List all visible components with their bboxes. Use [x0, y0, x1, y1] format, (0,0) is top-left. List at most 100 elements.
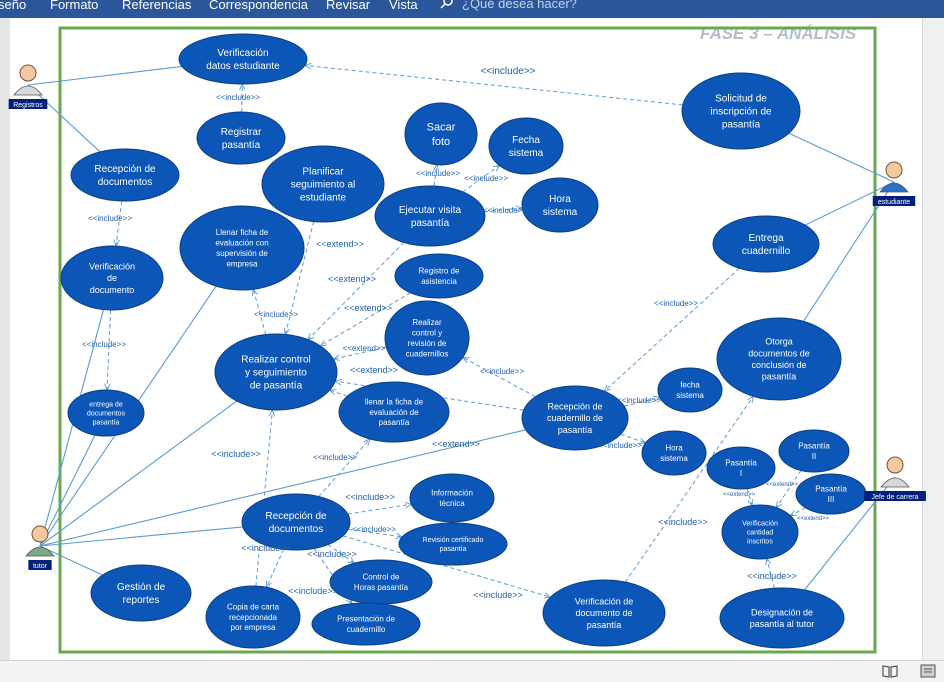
- actor-registros[interactable]: Registros: [8, 64, 48, 109]
- use-case-label: Registrar: [221, 127, 262, 138]
- use-case-label: documento de: [575, 608, 632, 618]
- use-case-label: Entrega: [748, 233, 783, 244]
- relationship-arrow: [308, 242, 405, 339]
- use-case-ellipse: [681, 72, 801, 150]
- relationship-label: <<include>>: [88, 214, 132, 223]
- association-line: [788, 132, 895, 183]
- relationship-label: <<include>>: [313, 453, 357, 462]
- tell-me-placeholder: ¿Qué desea hacer?: [462, 0, 577, 11]
- tell-me-search[interactable]: ¿Qué desea hacer?: [440, 0, 577, 15]
- relationship-label: <<include>>: [288, 586, 338, 596]
- relationship-label: <<extend>>: [328, 274, 376, 284]
- relationship-arrow: [327, 544, 354, 564]
- use-case-ellipse: [374, 185, 486, 247]
- relationship-label: <<extend>>: [343, 344, 386, 353]
- menu-formato[interactable]: Formato: [50, 0, 99, 12]
- relationship-label: <<include>>: [617, 396, 661, 405]
- use-case-ellipse: [657, 367, 723, 413]
- relationship-arrow: [484, 208, 522, 211]
- menu-correspondencia[interactable]: Correspondencia: [209, 0, 309, 12]
- use-case-label: fecha: [680, 381, 700, 390]
- relationship-label: <<include>>: [345, 492, 395, 502]
- relationship-arrow: [776, 470, 802, 507]
- menu-referencias[interactable]: Referencias: [122, 0, 192, 12]
- use-case-label: sistema: [676, 391, 704, 400]
- print-layout-icon[interactable]: [920, 664, 936, 678]
- use-case-label: Verificación de: [575, 596, 634, 606]
- read-mode-icon[interactable]: [882, 664, 898, 678]
- actor-jefe[interactable]: Jefe de carrera: [864, 456, 926, 501]
- relationship-label: <<extend>>: [723, 492, 756, 498]
- use-case-ellipse: [721, 504, 799, 560]
- relationship-arrow: [330, 390, 348, 397]
- association-line: [39, 429, 526, 547]
- use-case-label: Gestión de: [117, 582, 166, 593]
- relationship-label: <<include>>: [483, 206, 527, 215]
- use-case-label: sistema: [543, 207, 578, 218]
- actors: Registros estudiante tutor Jefe de carrera: [8, 64, 926, 570]
- use-case-label: Información: [431, 489, 473, 498]
- actor-label: tutor: [33, 563, 48, 570]
- use-case-label: Registro de: [419, 267, 460, 276]
- actor-tutor[interactable]: tutor: [25, 525, 55, 570]
- use-case-label: evaluación con: [215, 239, 268, 248]
- use-case-label: asistencia: [421, 277, 457, 286]
- actor-label-bg: [8, 99, 48, 109]
- relationship-label: <<include>>: [480, 367, 524, 376]
- relationship-arrow: [107, 309, 112, 390]
- vertical-scrollbar[interactable]: [922, 18, 944, 660]
- menu-revisar[interactable]: Revisar: [326, 0, 371, 12]
- use-case-label: Verificación: [742, 520, 778, 527]
- menu-vista[interactable]: Vista: [389, 0, 418, 12]
- use-case-label: documentos de: [748, 348, 810, 358]
- relationship-arrow: [305, 65, 683, 106]
- relationship-arrow: [342, 535, 551, 597]
- actor-estudiante[interactable]: estudiante: [872, 161, 916, 206]
- menu-diseno[interactable]: seño: [0, 0, 27, 12]
- use-case-label: pasantía: [440, 546, 467, 553]
- use-case-ellipse: [404, 102, 478, 166]
- relationship-label: <<include>>: [654, 299, 698, 308]
- use-case-label: pasantía: [411, 218, 450, 229]
- relationship-label: <<include>>: [658, 517, 708, 527]
- association-line: [27, 84, 101, 153]
- use-case-ellipse: [90, 564, 192, 622]
- relationship-label: <<extend>>: [350, 365, 398, 375]
- search-icon: [440, 0, 453, 9]
- use-case-label: sistema: [509, 148, 544, 159]
